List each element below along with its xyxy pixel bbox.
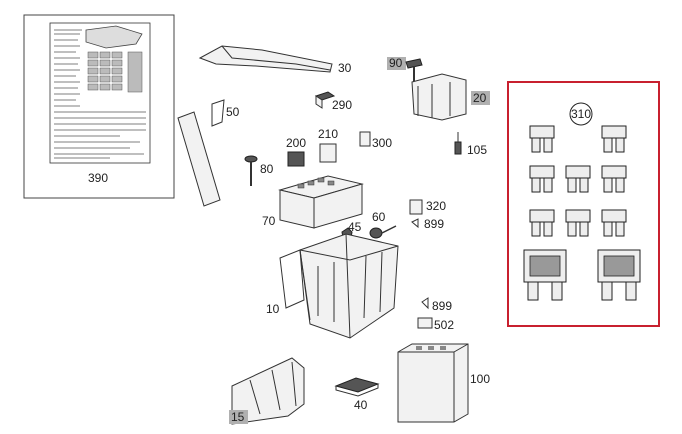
part-390-instruction-sheet: 390 xyxy=(23,14,175,199)
label-200: 200 xyxy=(286,136,306,150)
label-100: 100 xyxy=(470,372,490,386)
fuse-r2c3 xyxy=(601,165,627,193)
fuse-r1c2 xyxy=(601,125,627,153)
label-310-circle xyxy=(569,102,593,126)
fuse-large-right xyxy=(597,249,641,301)
label-105: 105 xyxy=(467,143,487,157)
label-310: 310 xyxy=(571,107,591,121)
fuse-r1c1 xyxy=(529,125,555,153)
part-20-bracket: 20 xyxy=(411,73,490,121)
label-899-b: 899 xyxy=(432,299,452,313)
part-899-terminal-bottom: 899 xyxy=(421,297,452,313)
fuse-r3c2 xyxy=(565,209,591,237)
label-10: 10 xyxy=(266,302,280,316)
label-40: 40 xyxy=(354,398,368,412)
part-899-terminal-top: 899 xyxy=(411,217,444,231)
label-70: 70 xyxy=(262,214,276,228)
label-320: 320 xyxy=(426,199,446,213)
part-50-holder: 50 xyxy=(177,99,240,207)
fuse-r2c1 xyxy=(529,165,555,193)
label-390: 390 xyxy=(88,171,108,185)
part-320-connector: 320 xyxy=(409,199,446,215)
label-45: 45 xyxy=(348,220,362,234)
label-300: 300 xyxy=(372,136,392,150)
label-30: 30 xyxy=(338,61,352,75)
label-502: 502 xyxy=(434,318,454,332)
part-290-relay: 290 xyxy=(314,91,352,112)
label-60: 60 xyxy=(372,210,386,224)
part-15-tray: 15 xyxy=(229,357,305,425)
part-310-fuse-set: 310 xyxy=(507,81,660,327)
label-15: 15 xyxy=(231,410,245,424)
fuse-r3c1 xyxy=(529,209,555,237)
fuse-r2c2 xyxy=(565,165,591,193)
fuse-large-left xyxy=(523,249,567,301)
label-80: 80 xyxy=(260,162,274,176)
part-80-screw: 80 xyxy=(244,155,274,186)
label-290: 290 xyxy=(332,98,352,112)
part-40-plate: 40 xyxy=(334,377,380,412)
fuse-r3c3 xyxy=(601,209,627,237)
part-100-panel: 100 xyxy=(397,343,490,423)
part-70-carrier: 70 xyxy=(262,175,364,229)
label-899-a: 899 xyxy=(424,217,444,231)
part-60-screw: 60 xyxy=(369,210,397,239)
part-105-clip: 105 xyxy=(454,132,487,157)
part-90-screw: 90 xyxy=(387,56,423,86)
part-300-relay: 300 xyxy=(359,131,392,150)
label-50: 50 xyxy=(226,105,240,119)
part-10-housing: 10 xyxy=(266,233,399,339)
highlight-box xyxy=(507,81,660,327)
label-90: 90 xyxy=(389,56,403,70)
part-502-seal: 502 xyxy=(417,317,454,332)
label-20: 20 xyxy=(473,91,487,105)
part-200-relay: 200 xyxy=(286,136,306,167)
part-30-cover: 30 xyxy=(198,45,352,75)
part-210-relay: 210 xyxy=(318,127,338,163)
label-210: 210 xyxy=(318,127,338,141)
